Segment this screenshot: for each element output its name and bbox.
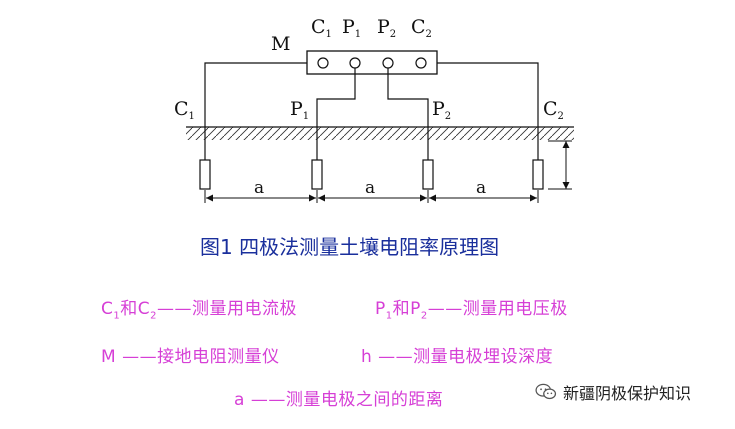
legend-voltage-electrodes: P1和P2——测量用电压极 [375,299,568,322]
meter-label: M [271,33,290,55]
spacing-label-2: a [365,178,375,198]
box-label-p2: P2 [377,16,396,40]
spacing-dimension [204,190,539,203]
spacing-label-1: a [254,178,264,198]
electrode-p1 [311,159,323,190]
electrode-label-p2: P2 [432,98,451,122]
spacing-label-3: a [476,178,486,198]
legend-meter: M ——接地电阻测量仪 [101,347,280,367]
box-label-p1: P1 [342,16,361,40]
electrode-label-p1: P1 [290,98,309,122]
legend-spacing: a ——测量电极之间的距离 [234,390,444,410]
figure-caption: 图1 四极法测量土壤电阻率原理图 [200,235,499,259]
electrode-c1 [199,159,211,190]
terminal-c1 [317,57,329,69]
ground-hatch [186,127,574,140]
wechat-icon [535,383,557,400]
terminal-c2 [415,57,427,69]
box-label-c2: C2 [411,16,432,40]
legend-current-electrodes: C1和C2——测量用电流极 [101,299,297,322]
electrode-label-c1: C1 [174,98,195,122]
wires [204,62,539,162]
electrode-label-c2: C2 [543,98,564,122]
box-label-c1: C1 [311,16,332,40]
electrode-p2 [422,159,434,190]
watermark: 新疆阴极保护知识 [535,380,691,404]
electrode-c2 [532,159,544,190]
meter-box [306,50,438,75]
watermark-text: 新疆阴极保护知识 [563,384,692,403]
legend-depth: h ——测量电极埋设深度 [361,347,554,367]
depth-dimension [548,140,572,190]
